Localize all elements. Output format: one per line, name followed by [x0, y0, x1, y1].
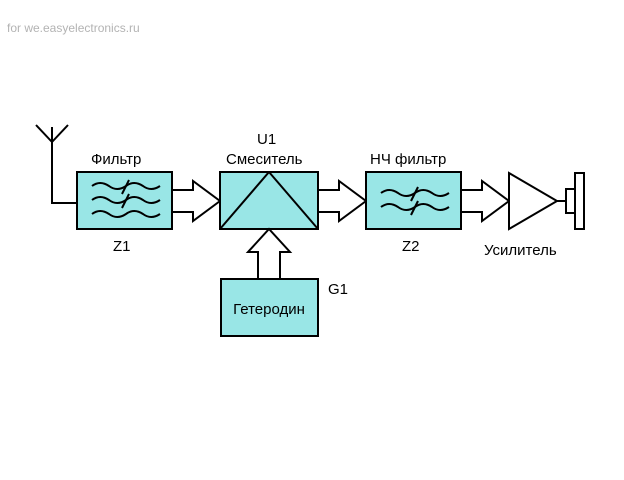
- wave-filter-icon: [91, 179, 161, 218]
- signal-arrow: [171, 179, 222, 223]
- mixer-ref: U1: [257, 131, 276, 148]
- amplifier-triangle: [508, 171, 559, 231]
- lpf-title: НЧ фильтр: [370, 151, 446, 168]
- filter-block: [76, 171, 173, 230]
- wave-filter-icon: [380, 186, 450, 216]
- lpf-ref: Z2: [402, 238, 420, 255]
- local-oscillator-arrow: [245, 227, 293, 280]
- signal-arrow: [317, 179, 368, 223]
- mixer-block: [219, 171, 319, 230]
- filter-title: Фильтр: [91, 151, 141, 168]
- oscillator-block: [220, 278, 319, 337]
- amplifier-label: Усилитель: [484, 242, 557, 259]
- oscillator-ref: G1: [328, 281, 348, 298]
- speaker-icon: [557, 172, 585, 230]
- antenna-icon: [35, 124, 77, 204]
- oscillator-label: Гетеродин: [233, 301, 305, 318]
- filter-ref: Z1: [113, 238, 131, 255]
- watermark: for we.easyelectronics.ru: [7, 21, 140, 35]
- lpf-block: [365, 171, 462, 230]
- mixer-title: Смеситель: [226, 151, 303, 168]
- signal-arrow: [460, 179, 511, 223]
